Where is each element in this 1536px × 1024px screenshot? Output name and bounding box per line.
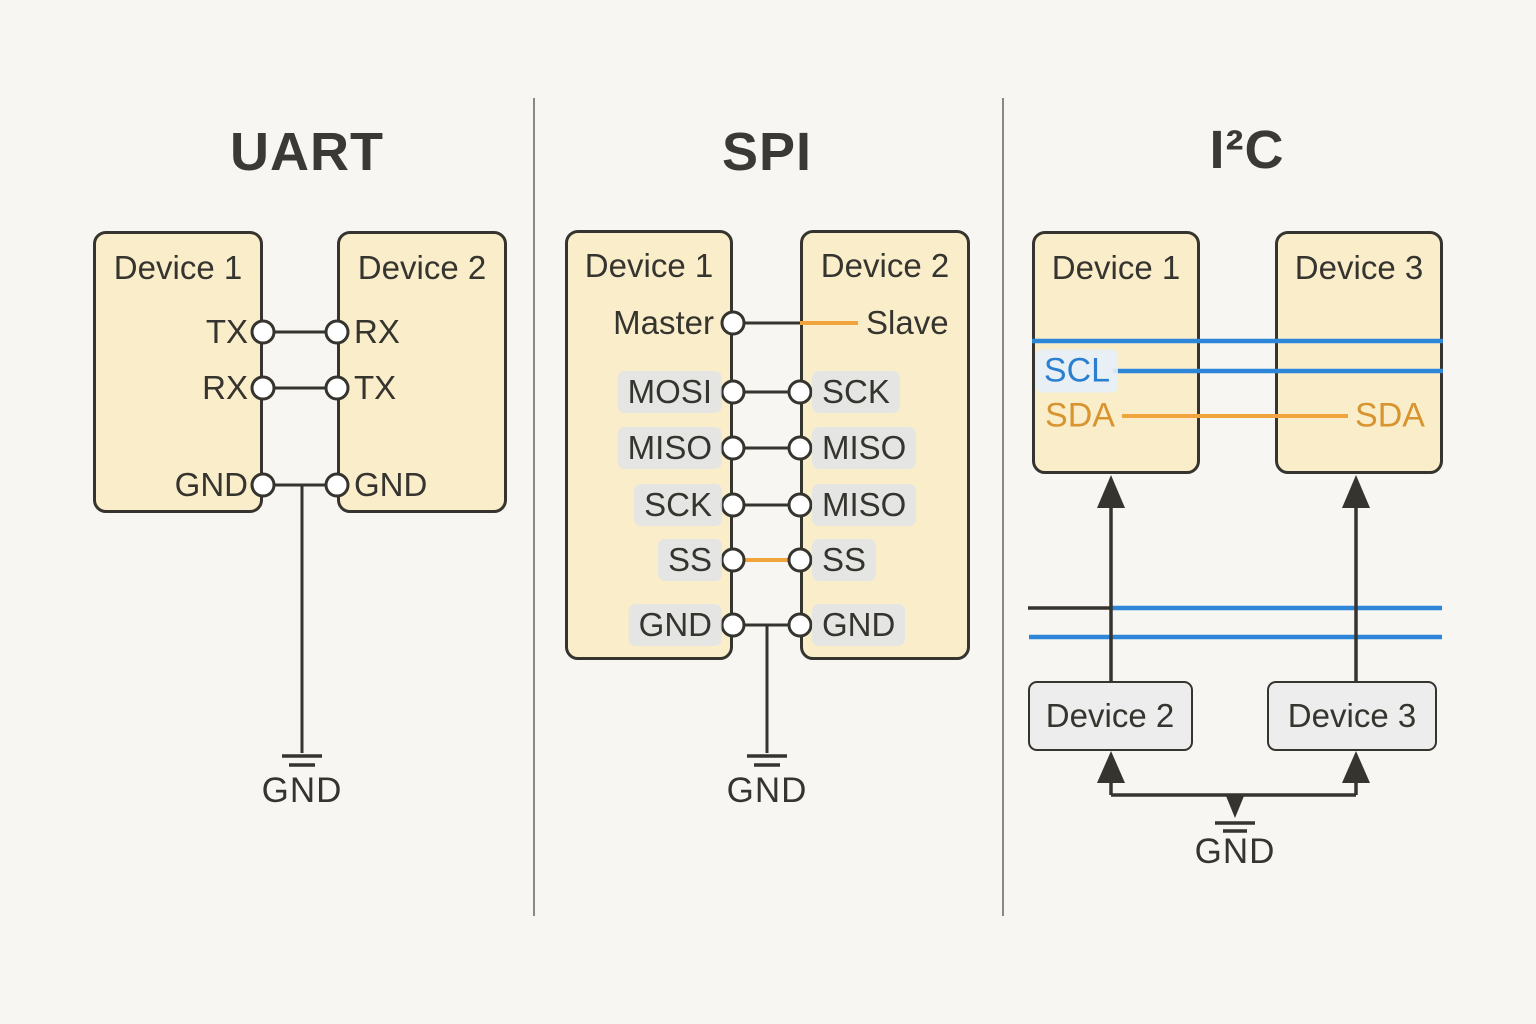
panel-divider-left xyxy=(533,98,535,916)
i2c-scl-label: SCL xyxy=(1035,349,1119,393)
i2c-ground-label: GND xyxy=(1194,832,1276,871)
spi-d2-pin-slave: Slave xyxy=(866,304,949,341)
i2c-arrowheads xyxy=(1097,475,1370,818)
spi-d2-pin-gnd: GND xyxy=(812,604,906,646)
uart-d1-pin-tx: TX xyxy=(205,313,248,350)
uart-d2-pin-gnd: GND xyxy=(354,466,428,503)
i2c-bus-lines xyxy=(1028,338,1443,640)
spi-d1-pin-miso: MISO xyxy=(617,427,722,469)
uart-d2-pin-tx: TX xyxy=(354,369,397,406)
spi-d2-pin-miso: MISO xyxy=(812,427,917,469)
spi-d1-pin-mosi: MOSI xyxy=(617,371,722,413)
panel-divider-right xyxy=(1002,98,1004,916)
uart-device1-label: Device 1 xyxy=(113,249,243,286)
spi-d1-pin-master: Master xyxy=(613,304,714,341)
i2c-device3-top-box xyxy=(1275,231,1443,474)
uart-pin-circles xyxy=(250,319,350,498)
uart-d1-pin-rx: RX xyxy=(202,369,248,406)
uart-d1-pin-gnd: GND xyxy=(174,466,248,503)
i2c-right-up-arrow xyxy=(1342,475,1370,508)
uart-d2-pin-rx: RX xyxy=(354,313,400,350)
i2c-sda-label-left: SDA xyxy=(1045,396,1115,435)
i2c-ground-down-triangle xyxy=(1226,796,1244,818)
spi-device1-label: Device 1 xyxy=(584,247,714,284)
i2c-device3-top-label: Device 3 xyxy=(1294,249,1424,286)
uart-device2-box xyxy=(337,231,507,513)
uart-device2-label: Device 2 xyxy=(357,249,487,286)
i2c-device3-bottom-label: Device 3 xyxy=(1287,697,1417,734)
spi-d2-pin-ss: SS xyxy=(812,539,877,581)
i2c-device2-bottom-label: Device 2 xyxy=(1045,697,1175,734)
uart-device1-box xyxy=(93,231,263,513)
i2c-left-up-arrow xyxy=(1097,475,1125,508)
i2c-title: I²C xyxy=(1209,120,1285,180)
i2c-left-bottom-up-arrow xyxy=(1097,751,1125,783)
i2c-risers xyxy=(1109,503,1358,833)
i2c-right-bottom-up-arrow xyxy=(1342,751,1370,783)
spi-title: SPI xyxy=(721,122,813,182)
spi-pin-circles xyxy=(720,310,813,638)
i2c-device2-bottom-box xyxy=(1028,681,1193,751)
i2c-device1-label: Device 1 xyxy=(1051,249,1181,286)
spi-d2-pin-sck: SCK xyxy=(812,371,900,413)
spi-ground-label: GND xyxy=(726,771,808,810)
uart-ground-label: GND xyxy=(261,771,343,810)
spi-d1-pin-sck: SCK xyxy=(634,484,722,526)
uart-title: UART xyxy=(230,122,384,182)
spi-d2-pin-miso2: MISO xyxy=(812,484,917,526)
i2c-sda-label-right: SDA xyxy=(1355,396,1425,435)
spi-device2-label: Device 2 xyxy=(820,247,950,284)
spi-d1-pin-ss: SS xyxy=(657,539,722,581)
spi-d1-pin-gnd: GND xyxy=(628,604,722,646)
i2c-device3-bottom-box xyxy=(1267,681,1437,751)
